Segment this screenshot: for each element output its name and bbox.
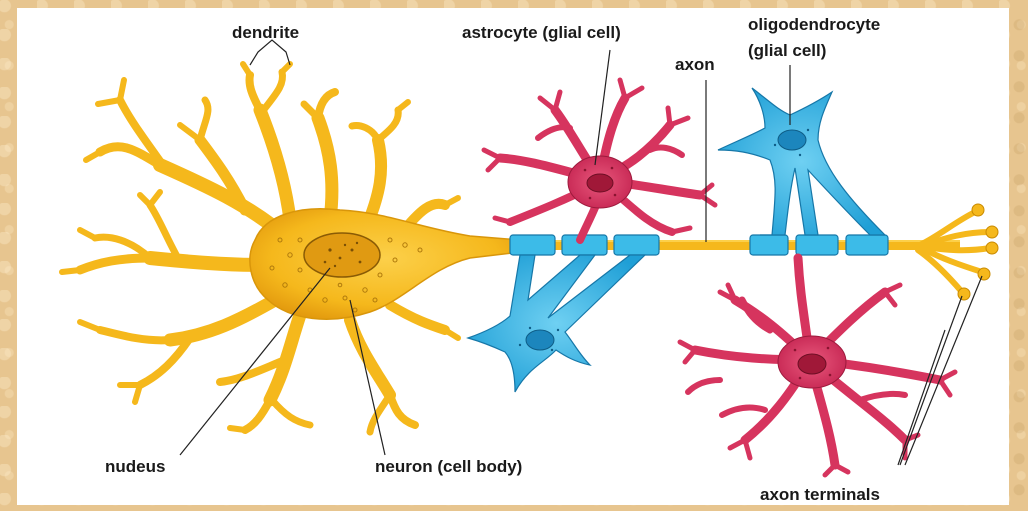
neuron-diagram: dendrite astrocyte (glial cell) oligoden… xyxy=(17,8,1009,505)
dendrite-leader xyxy=(250,40,290,65)
label-axon: axon xyxy=(675,55,715,74)
oligodendrocyte-lower xyxy=(468,255,645,392)
label-oligodendrocyte-line2: (glial cell) xyxy=(748,41,826,60)
label-axon-terminals: axon terminals xyxy=(760,485,880,504)
axon-terminals-leader-2 xyxy=(905,276,982,465)
astrocyte-upper xyxy=(484,80,715,240)
axon-terminals-leader-1 xyxy=(900,296,962,465)
label-oligodendrocyte-line1: oligodendrocyte xyxy=(748,15,880,34)
diagram-frame: dendrite astrocyte (glial cell) oligoden… xyxy=(17,8,1009,505)
nucleus xyxy=(304,233,380,277)
cell-body xyxy=(250,209,520,319)
label-nucleus: nudeus xyxy=(105,457,165,476)
label-cell-body: neuron (cell body) xyxy=(375,457,522,476)
axon-terminals xyxy=(918,212,990,292)
oligodendrocyte-upper xyxy=(718,88,885,235)
label-dendrite: dendrite xyxy=(232,23,299,42)
label-astrocyte: astrocyte (glial cell) xyxy=(462,23,621,42)
